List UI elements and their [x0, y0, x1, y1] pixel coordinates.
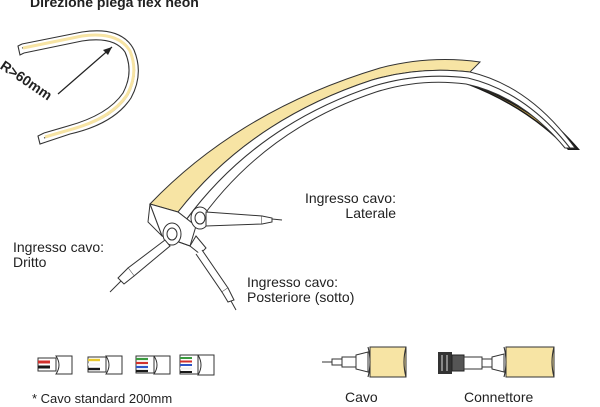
side-entry-cable [190, 206, 283, 230]
neon-strip [147, 59, 580, 247]
back-entry-cable [189, 235, 237, 311]
straight-entry-cable [109, 222, 182, 293]
straight-entry-line1: Ingresso cavo: [13, 239, 105, 255]
cable-length-note: * Cavo standard 200mm [32, 391, 173, 406]
back-entry-line2: Posteriore (sotto) [247, 288, 355, 305]
side-entry-line2: Laterale [345, 204, 396, 221]
cable-4wire-icon [135, 355, 171, 375]
cable-2wire-icon [37, 355, 73, 375]
straight-entry-label: Ingresso cavo: Dritto [13, 240, 104, 269]
bend-radius-illustration [17, 30, 139, 145]
cable-3wire-icon [87, 355, 123, 375]
connector-option-label: Connettore [464, 389, 534, 405]
connector-option-icon [438, 346, 555, 378]
straight-entry-line2: Dritto [13, 253, 47, 270]
side-entry-label: Ingresso cavo: Laterale [258, 191, 396, 220]
cable-option-icon [322, 346, 407, 378]
cable-5wire-icon [179, 354, 215, 376]
diagram-title: Direzione piega flex neon [30, 0, 199, 10]
side-entry-line1: Ingresso cavo: [304, 190, 396, 206]
back-entry-label: Ingresso cavo: Posteriore (sotto) [247, 275, 354, 304]
back-entry-line1: Ingresso cavo: [247, 274, 339, 290]
cable-option-label: Cavo [345, 389, 378, 405]
